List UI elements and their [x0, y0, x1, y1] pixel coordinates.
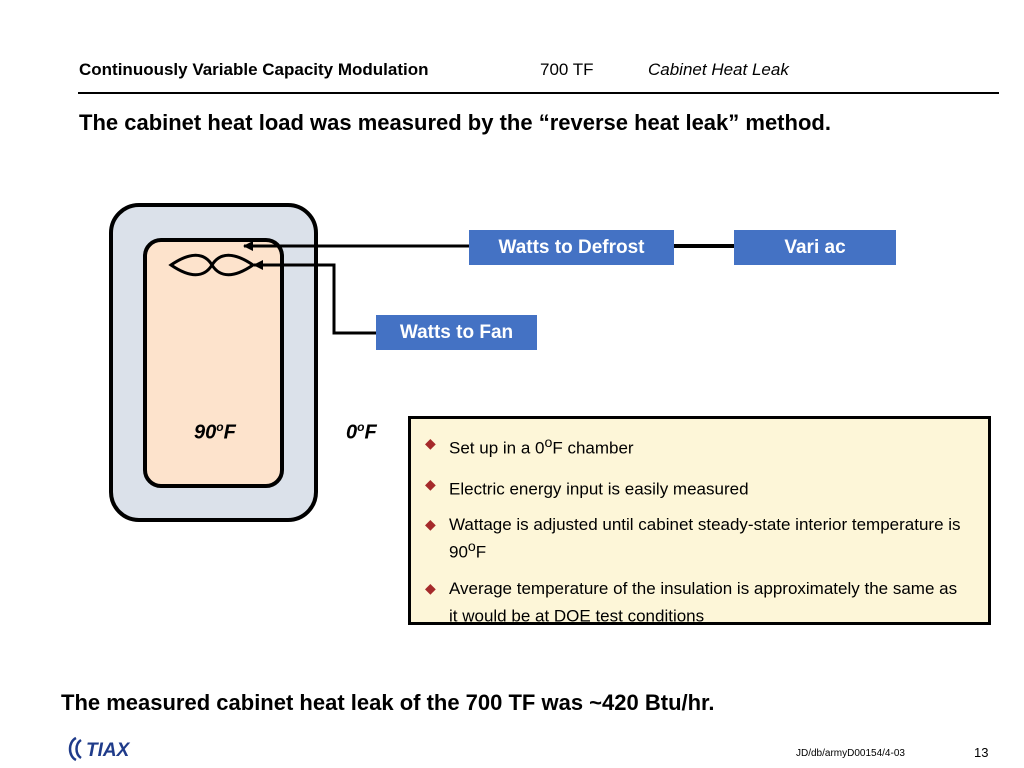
note-item: ◆Set up in a 0oF chamber [425, 432, 968, 460]
watts-to-defrost-box: Watts to Defrost [469, 230, 674, 265]
svg-text:TIAX: TIAX [86, 740, 131, 761]
diamond-bullet-icon: ◆ [425, 435, 436, 451]
watts-to-fan-box: Watts to Fan [376, 315, 537, 350]
notes-box: ◆Set up in a 0oF chamber ◆Electric energ… [408, 416, 991, 628]
variac-box: Vari ac [734, 230, 896, 265]
note-item: ◆Average temperature of the insulation i… [425, 578, 958, 626]
cabinet-interior [143, 238, 284, 488]
notes-list: ◆Set up in a 0oF chamber ◆Electric energ… [411, 419, 988, 628]
header-title: Continuously Variable Capacity Modulatio… [79, 60, 429, 79]
header-topic: Cabinet Heat Leak [648, 60, 789, 79]
diamond-bullet-icon: ◆ [425, 579, 436, 596]
page-number: 13 [974, 745, 989, 760]
slide-headline: The cabinet heat load was measured by th… [79, 110, 831, 135]
fan-wire [253, 260, 376, 335]
diamond-bullet-icon: ◆ [425, 516, 436, 533]
interior-temperature-label: 90oF [194, 420, 236, 444]
header-model: 700 TF [540, 60, 594, 79]
tiax-logo: TIAX [68, 736, 131, 762]
document-reference: JD/db/armyD00154/4-03 [796, 748, 905, 759]
conclusion-statement: The measured cabinet heat leak of the 70… [61, 690, 715, 715]
note-item: ◆Electric energy input is easily measure… [425, 473, 968, 501]
chamber-temperature-label: 0oF [346, 420, 377, 444]
diamond-bullet-icon: ◆ [425, 475, 436, 492]
note-item: ◆Wattage is adjusted until cabinet stead… [425, 515, 961, 562]
header-divider [78, 92, 999, 94]
